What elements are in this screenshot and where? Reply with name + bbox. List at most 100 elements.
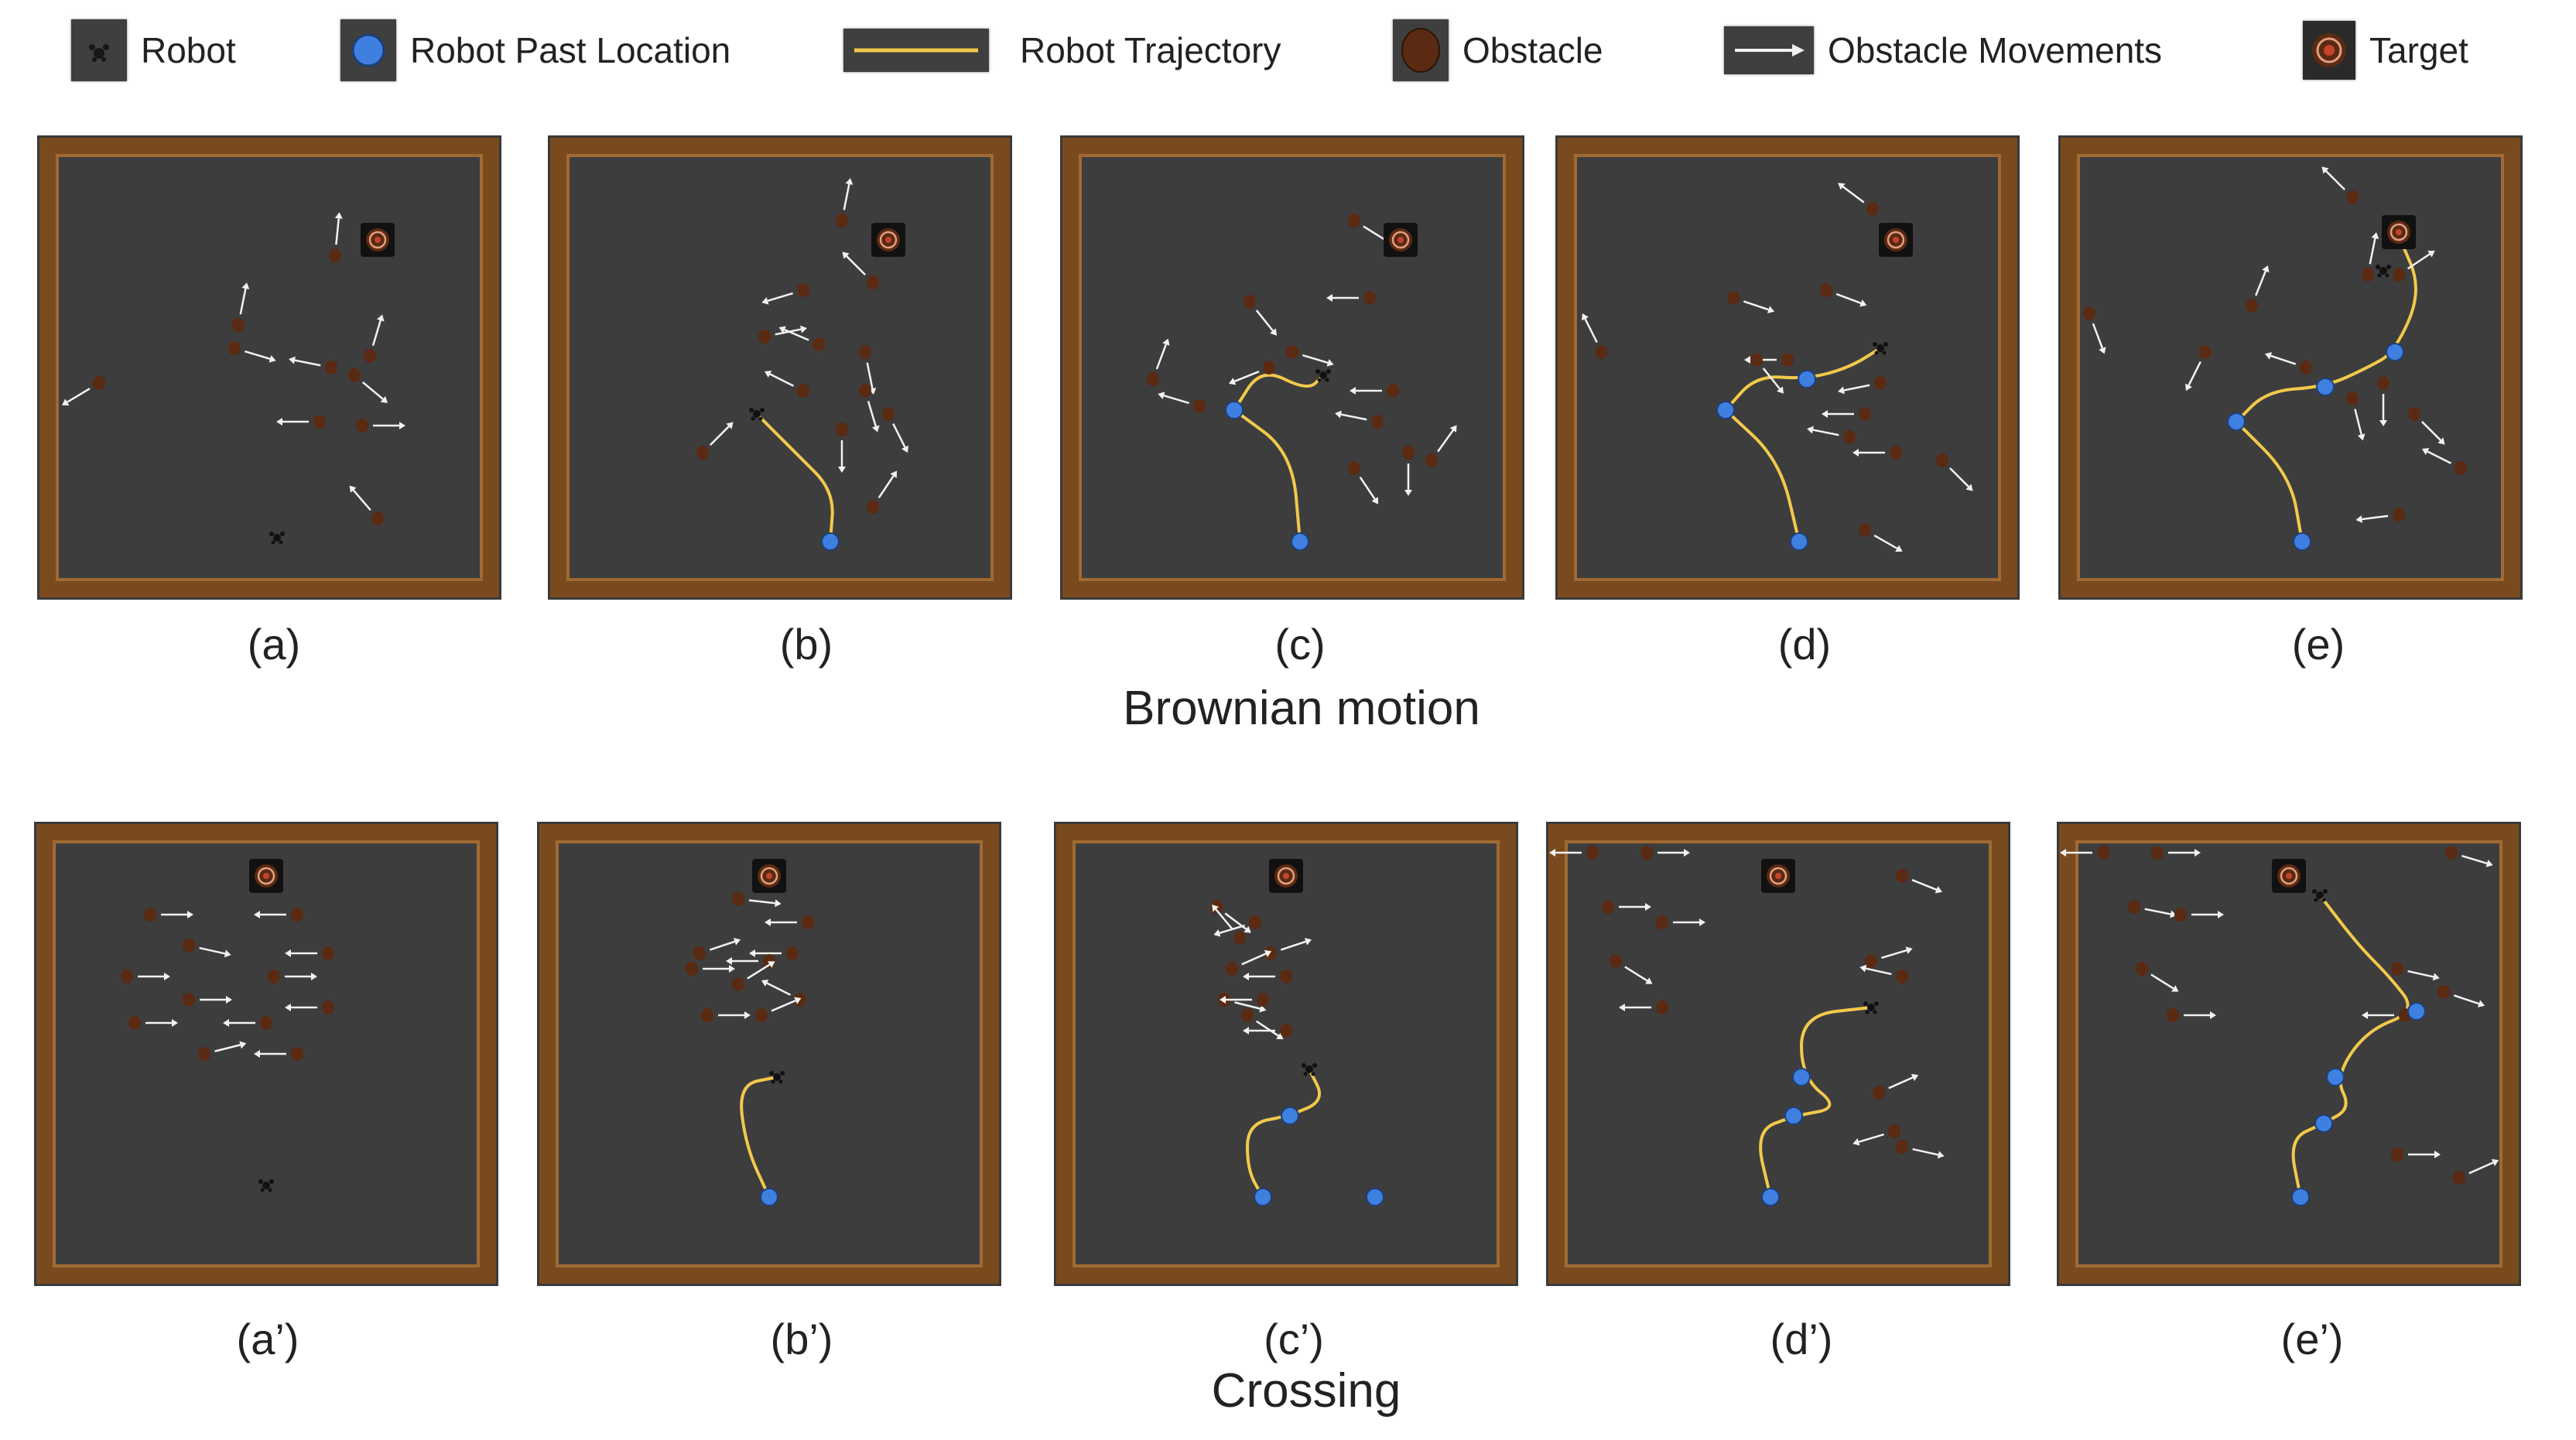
movement-arrow-line — [1843, 384, 1870, 392]
robot-past-location — [1761, 1188, 1780, 1206]
past-location-icon — [340, 19, 396, 81]
arena-wall — [36, 824, 496, 1284]
movement-arrow-line — [2421, 421, 2441, 441]
obstacle-body — [802, 915, 814, 929]
robot-wheel — [1317, 378, 1322, 382]
arena-wall — [1548, 824, 2008, 1284]
arena-wall — [39, 138, 499, 597]
movement-arrow-line — [1255, 310, 1274, 332]
arrow-head-icon — [729, 965, 735, 973]
obstacle — [761, 283, 809, 305]
movement-arrow-line — [1241, 953, 1267, 966]
arena-b1 — [548, 135, 1012, 600]
movement-arrow-line — [1163, 395, 1189, 405]
arrow-head-icon — [1244, 925, 1251, 933]
obstacle-body — [322, 1000, 334, 1014]
robot-body — [753, 410, 761, 418]
movement-arrow-line — [1233, 371, 1260, 382]
obstacle-body — [1873, 1086, 1885, 1100]
arrow-head-icon — [380, 395, 388, 403]
movement-arrow-line — [748, 899, 775, 905]
obstacle-icon — [1393, 19, 1449, 81]
arena-b4 — [2058, 135, 2523, 600]
arena-wall-highlight — [1079, 154, 1506, 581]
movement-arrow-line — [2150, 973, 2174, 990]
target-center — [766, 873, 772, 879]
obstacle — [1402, 446, 1415, 496]
obstacle-body — [348, 368, 361, 382]
arrow-head-icon — [399, 422, 405, 429]
obstacle — [1820, 283, 1867, 307]
arrow-head-icon — [1905, 946, 1913, 954]
obstacle-body — [1226, 962, 1238, 976]
arena-wall-highlight — [1565, 840, 1992, 1267]
obstacle — [2264, 352, 2312, 375]
obstacle-body — [1586, 846, 1599, 860]
obstacle — [289, 356, 337, 375]
arrow-head-icon — [2362, 1011, 2368, 1019]
arrow-head-icon — [276, 418, 282, 426]
obstacle — [2391, 962, 2440, 981]
robot-wheel — [780, 1071, 785, 1076]
obstacle-body — [1244, 295, 1256, 309]
arrow-head-icon — [764, 371, 772, 378]
arrow-head-icon — [2432, 973, 2440, 981]
robot-wheel — [1863, 1001, 1868, 1006]
robot-body — [773, 1073, 781, 1081]
arrow-head-icon — [241, 282, 250, 289]
section-title-crossing: Crossing — [1211, 1364, 1401, 1418]
obstacle — [1873, 1073, 1919, 1100]
movement-arrow-line — [2325, 170, 2345, 190]
arrow-head-icon — [311, 973, 317, 980]
obstacle — [254, 908, 303, 922]
obstacle-body — [313, 415, 326, 429]
obstacle-body — [2136, 962, 2148, 976]
arrow-head-icon — [1645, 903, 1651, 911]
arrow-head-icon — [1326, 294, 1332, 302]
movement-arrow-line — [2144, 908, 2171, 915]
robot-body — [2379, 267, 2387, 275]
arrow-head-icon — [1777, 386, 1784, 394]
robot-past-location — [2293, 532, 2311, 551]
obstacle — [61, 376, 105, 405]
arrow-head-icon — [1911, 1073, 1919, 1082]
arrow-head-icon — [1807, 426, 1814, 434]
obstacle-body — [867, 500, 879, 514]
arrow-head-icon — [768, 961, 775, 968]
obstacle-body — [2083, 306, 2095, 320]
arrow-head-icon — [285, 1004, 291, 1011]
obstacle — [1896, 1140, 1945, 1159]
arrow-head-icon — [1859, 964, 1867, 973]
arena-wall-highlight — [566, 154, 994, 581]
movement-arrow-line — [2407, 253, 2431, 270]
arrow-head-icon — [2321, 166, 2329, 174]
obstacle-body — [260, 1016, 272, 1030]
arrow-head-icon — [2485, 860, 2493, 867]
arena-floor — [1082, 157, 1503, 578]
obstacle-body — [2128, 900, 2140, 914]
obstacle — [1582, 313, 1608, 359]
robot-past-location — [1225, 401, 1244, 419]
robot-wheel — [1312, 1063, 1317, 1068]
robot-past-location — [1798, 370, 1816, 388]
robot-body — [2316, 891, 2324, 899]
obstacle — [1656, 915, 1705, 929]
arrow-head-icon — [1212, 904, 1220, 912]
target-ring — [2280, 867, 2298, 885]
obstacle — [128, 1016, 178, 1030]
target-icon — [1761, 859, 1795, 893]
robot-past-location — [821, 532, 840, 551]
obstacle — [732, 892, 782, 908]
arrow-head-icon — [2218, 911, 2224, 918]
movement-arrow-line — [1888, 1076, 1914, 1089]
obstacle — [1549, 846, 1599, 860]
arena-floor — [1577, 157, 1998, 578]
obstacle — [1158, 392, 1206, 413]
obstacle — [1243, 1024, 1292, 1038]
obstacle-body — [1371, 415, 1384, 429]
obstacle-body — [836, 422, 848, 436]
robot-body — [262, 1182, 270, 1189]
legend-trajectory-label: Robot Trajectory — [1020, 30, 1281, 70]
arena-c3 — [1546, 822, 2010, 1286]
arrow-head-icon — [2491, 1158, 2499, 1167]
